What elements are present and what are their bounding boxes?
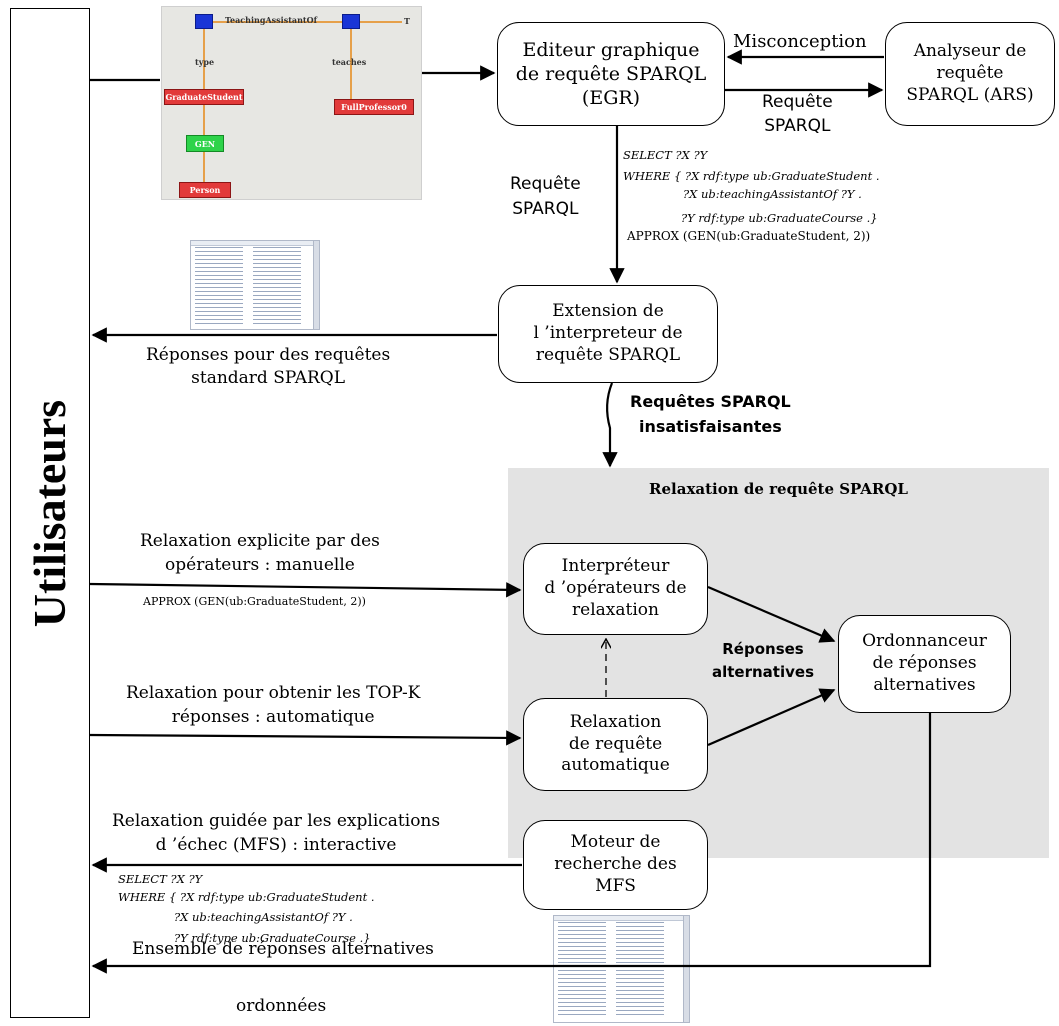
ranked-results-thumbnail (553, 915, 690, 1023)
automatic-relaxation-box: Relaxation de requête automatique (523, 698, 708, 791)
graph-node-gen: GEN (186, 135, 224, 152)
bottom-query-line-2: WHERE { ?X rdf:type ub:GraduateStudent . (118, 890, 375, 904)
ordered-label: ordonnées (236, 996, 327, 1016)
automatic-relaxation-label: Relaxation de requête automatique (561, 711, 670, 776)
graph-node-t-label: T (404, 16, 410, 26)
graph-node-full-professor: FullProfessor0 (334, 99, 414, 115)
automatic-relaxation-arrow (89, 730, 522, 746)
graph-edge-teaches-label: teaches (332, 57, 367, 67)
graph-node-person: Person (179, 182, 231, 198)
query-right-label: Requête SPARQL (762, 92, 833, 136)
top-query-line-2: WHERE { ?X rdf:type ub:GraduateStudent . (623, 169, 880, 183)
unsatisfied-queries-label: Requêtes SPARQL insatisfaisantes (630, 392, 791, 436)
graph-edge (203, 105, 205, 135)
query-analyzer-label: Analyseur de requête SPARQL (ARS) (906, 41, 1034, 105)
mfs-search-engine-box: Moteur de recherche des MFS (523, 820, 708, 910)
interpreter-extension-box: Extension de l ’interpreteur de requête … (498, 285, 718, 383)
bottom-query-line-1: SELECT ?X ?Y (118, 872, 203, 886)
graph-edge (203, 152, 205, 182)
guided-relaxation-label: Relaxation guidée par les explications d… (112, 811, 441, 855)
graphical-query-editor-label: Editeur graphique de requête SPARQL (EGR… (515, 38, 707, 110)
graph-edge-type-label: type (195, 57, 215, 67)
standard-answers-label: Réponses pour des requêtes standard SPAR… (146, 345, 391, 388)
graph-node-graduate-student: GraduateStudent (164, 89, 244, 105)
ranked-answers-label: Ensemble de réponses alternatives (132, 939, 434, 959)
bottom-query-line-3: ?X ub:teachingAssistantOf ?Y . (174, 910, 353, 924)
query-left-label: Requête SPARQL (510, 174, 581, 219)
top-query-line-3: ?X ub:teachingAssistantOf ?Y . (683, 187, 862, 201)
graph-node-x (195, 14, 213, 29)
graph-node-y (342, 14, 360, 29)
bottom-query-line-4: ?Y rdf:type ub:GraduateCourse .} (174, 931, 371, 945)
unsatisfied-queries-arrow (602, 382, 618, 468)
graph-edge (357, 21, 402, 23)
operators-to-ranker-arrow (707, 585, 836, 643)
graphical-query-editor-box: Editeur graphique de requête SPARQL (EGR… (497, 22, 725, 126)
approx-operator-label: APPROX (GEN(ub:GraduateStudent, 2)) (143, 595, 366, 608)
graph-edge (350, 29, 352, 99)
misconception-label: Misconception (733, 31, 867, 52)
top-query-line-4: ?Y rdf:type ub:GraduateCourse .} (681, 211, 878, 225)
top-query-approx: APPROX (GEN(ub:GraduateStudent, 2)) (627, 229, 871, 243)
top-query-line-1: SELECT ?X ?Y (623, 148, 708, 162)
auto-to-ranker-arrow (707, 688, 836, 747)
relaxation-operators-interpreter-label: Interpréteur d ’opérateurs de relaxation (544, 556, 687, 620)
query-analyzer-box: Analyseur de requête SPARQL (ARS) (885, 22, 1055, 126)
graph-edge-teaching-label: TeachingAssistantOf (225, 15, 318, 25)
manual-relaxation-arrow (89, 582, 522, 598)
graph-editor-screenshot: T TeachingAssistantOf type teaches Gradu… (161, 6, 422, 200)
graph-edge (203, 29, 205, 89)
answer-ranker-label: Ordonnanceur de réponses alternatives (862, 631, 987, 695)
users-panel: Utilisateurs (10, 8, 90, 1018)
relaxation-operators-interpreter-box: Interpréteur d ’opérateurs de relaxation (523, 543, 708, 635)
graph-edge (212, 21, 342, 23)
topk-relaxation-label: Relaxation pour obtenir les TOP-K répons… (126, 683, 421, 727)
ranked-answers-arrow (91, 713, 932, 974)
alternative-answers-label: Réponses alternatives (712, 640, 814, 681)
results-table-thumbnail (190, 240, 320, 330)
mfs-search-engine-label: Moteur de recherche des MFS (554, 832, 677, 896)
answer-ranker-box: Ordonnanceur de réponses alternatives (838, 615, 1011, 713)
relaxation-panel-title: Relaxation de requête SPARQL (649, 480, 908, 498)
explicit-relaxation-label: Relaxation explicite par des opérateurs … (140, 531, 380, 575)
interpreter-extension-label: Extension de l ’interpreteur de requête … (533, 301, 683, 365)
